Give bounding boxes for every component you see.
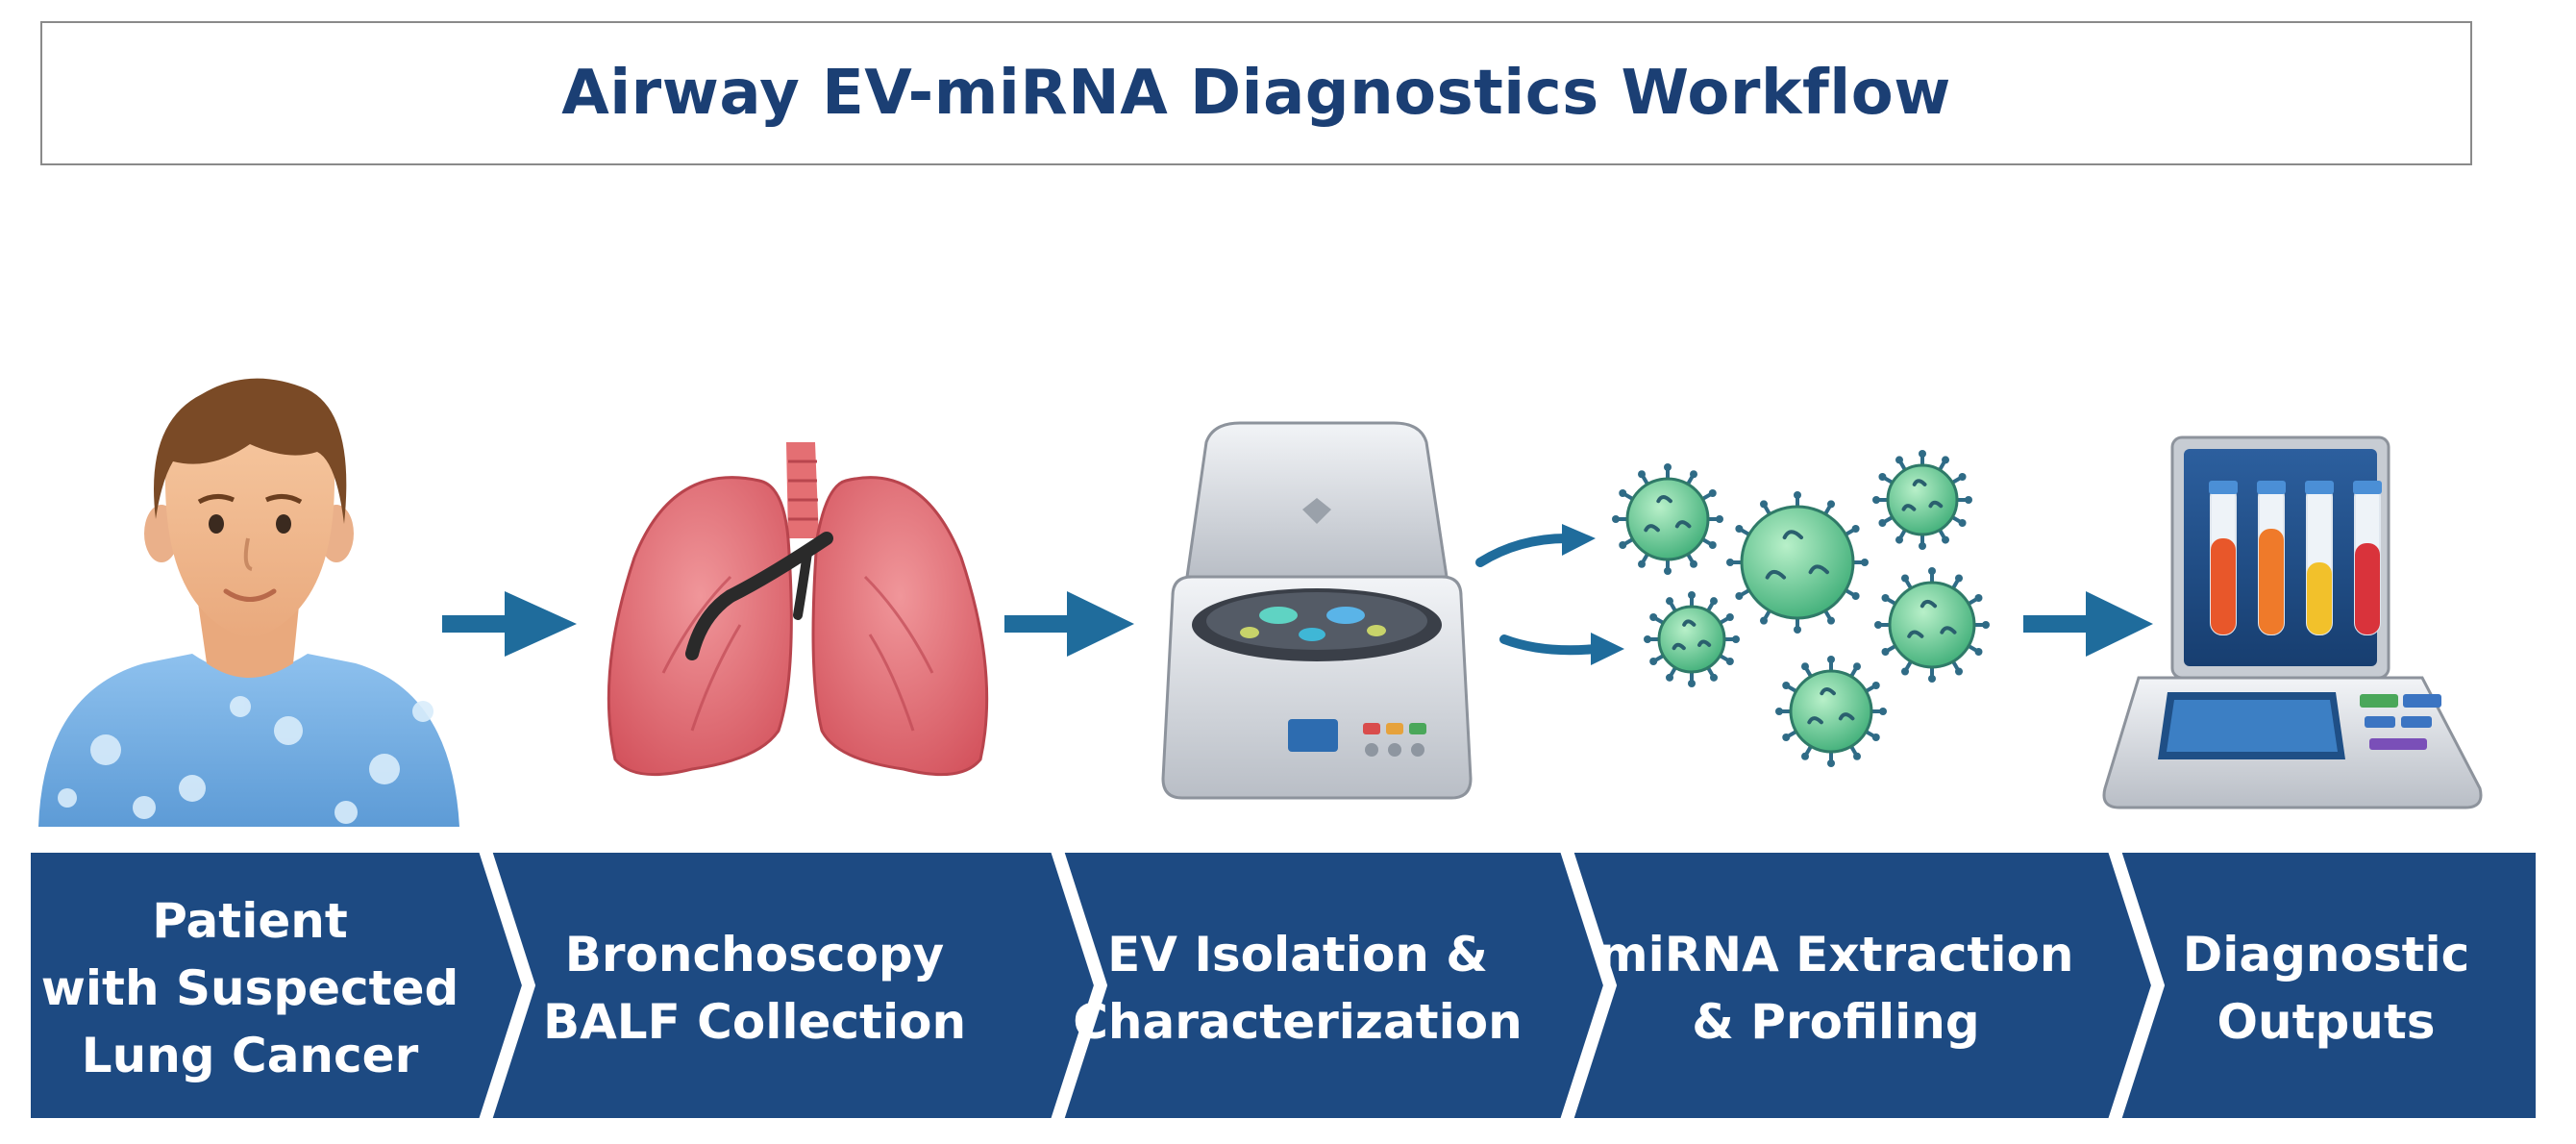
- step-label-line: Characterization: [1073, 993, 1523, 1050]
- step-label-line: with Suspected: [40, 959, 459, 1016]
- vesicle: [1872, 450, 1972, 550]
- step-label-line: Diagnostic: [2182, 926, 2470, 982]
- title-box: Airway EV-miRNA Diagnostics Workflow: [40, 21, 2472, 165]
- lungs-icon: [607, 442, 989, 777]
- arrow-right-icon: [2023, 591, 2153, 657]
- step-label-line: Patient: [152, 892, 348, 949]
- banner-segment: [27, 849, 527, 1122]
- banner-segment: [1059, 849, 1608, 1122]
- patient-icon: [38, 378, 459, 827]
- arrow-right-icon: [1004, 591, 1134, 657]
- step-label-mirna-extraction: miRNA Extraction & Profiling: [1586, 856, 2086, 1120]
- step-label-ev-isolation: EV Isolation & Characterization: [1057, 856, 1538, 1120]
- vesicle: [1726, 491, 1869, 634]
- vesicle: [1775, 656, 1887, 767]
- step-label-line: Bronchoscopy: [564, 926, 945, 982]
- workflow-banner: [27, 849, 2539, 1122]
- vesicle: [1644, 591, 1740, 687]
- step-label-line: BALF Collection: [542, 993, 967, 1050]
- vesicle: [1874, 567, 1990, 683]
- step-label-line: miRNA Extraction: [1598, 926, 2074, 982]
- centrifuge-icon: [1161, 421, 1473, 800]
- analyzer-icon: [2102, 435, 2483, 809]
- banner-segment: [1569, 849, 2156, 1122]
- step-label-line: Lung Cancer: [81, 1027, 419, 1083]
- extracellular-vesicles-icon: [1612, 450, 1990, 767]
- vesicle: [1612, 463, 1723, 575]
- arrow-right-icon: [442, 591, 577, 657]
- step-label-line: Outputs: [2217, 993, 2436, 1050]
- step-label-line: & Profiling: [1692, 993, 1980, 1050]
- banner-segment: [2117, 849, 2539, 1122]
- banner-segment: [487, 849, 1099, 1122]
- page-title: Airway EV-miRNA Diagnostics Workflow: [561, 58, 1951, 129]
- curved-arrow-icon: [1475, 534, 1600, 656]
- step-label-line: EV Isolation &: [1107, 926, 1488, 982]
